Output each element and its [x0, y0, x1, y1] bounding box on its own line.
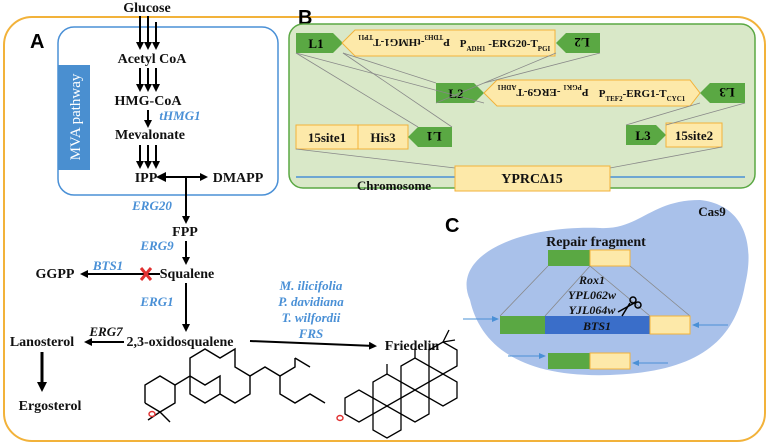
cassette2-left: PPGK1 -ERG9-TADH1 [497, 83, 589, 98]
ypl-label: YPL062w [568, 288, 617, 302]
panel-a-letter: A [30, 31, 44, 53]
l1-top-label: L1 [308, 36, 323, 51]
genome-green [500, 316, 545, 334]
panel-c-letter: C [445, 215, 459, 237]
site1-box [295, 124, 359, 150]
l2-arrow-top [556, 33, 600, 53]
hmg-coa-label: HMG-CoA [115, 94, 183, 109]
frs-label: FRS [298, 326, 324, 341]
squalene-label: Squalene [160, 267, 214, 282]
l1-arrow-bottom [408, 127, 452, 147]
repair-yellow [589, 249, 631, 267]
mevalonate-label: Mevalonate [115, 128, 185, 143]
dmapp-label: DMAPP [213, 171, 264, 186]
thmg1-label: tHMG1 [159, 108, 200, 123]
cassette1-right: PADH1 -ERG20-TPGI [460, 38, 551, 53]
his3-label: His3 [370, 130, 396, 145]
l1-bottom-label: L1 [426, 129, 441, 144]
l3-arrow-bottom [626, 125, 666, 145]
yjl-label: YJL064w [569, 303, 617, 317]
l2-mid-label: L2 [448, 86, 463, 101]
ggpp-label: GGPP [36, 267, 75, 282]
lanosterol-label: Lanosterol [10, 335, 74, 350]
erg9-label: ERG9 [139, 238, 174, 253]
pathway-arrows [37, 16, 377, 392]
epoxide-oxygen-icon [148, 410, 156, 418]
glucose-label: Glucose [123, 1, 170, 16]
result-yellow [589, 352, 631, 370]
bts1-label: BTS1 [92, 258, 123, 273]
repair-fragment-label: Repair fragment [546, 235, 646, 250]
bts1-gene-label: BTS1 [582, 319, 611, 333]
l3-arrow-mid [700, 83, 745, 103]
chromosome-label: Chromosome [357, 178, 431, 193]
mva-label-box [58, 65, 90, 170]
cas9-label: Cas9 [698, 204, 726, 219]
cassette1-left: PTDH3-tHMG1-TTPI1 [358, 33, 450, 48]
erg7-label: ERG7 [88, 324, 123, 339]
erg1-label: ERG1 [139, 294, 173, 309]
red-x-block-icon [139, 267, 153, 281]
erg20-label: ERG20 [131, 198, 172, 213]
yprc-label: YPRC∆15 [501, 172, 562, 187]
site1-label: 15site1 [308, 130, 346, 145]
species-davidiana: P. davidiana [278, 294, 344, 309]
l3-mid-label: L3 [719, 85, 735, 100]
site2-box [665, 122, 723, 148]
l3-bottom-label: L3 [635, 128, 651, 143]
site2-label: 15site2 [675, 128, 713, 143]
repair-green [548, 250, 590, 266]
cassette1-box [341, 29, 556, 57]
rox1-label: Rox1 [578, 273, 605, 287]
scissors-icon [617, 296, 642, 317]
outer-frame [3, 16, 766, 442]
homology-lines [295, 52, 746, 169]
bts1-bar [545, 316, 650, 334]
his3-box [357, 124, 409, 150]
l1-arrow-top [296, 33, 343, 53]
ergosterol-label: Ergosterol [19, 399, 82, 414]
l2-top-label: L2 [574, 35, 589, 50]
species-ilicifolia: M. ilicifolia [279, 278, 343, 293]
ipp-label: IPP [135, 171, 158, 186]
cassette2-right: PTEF2-ERG1-TCYC1 [599, 88, 686, 103]
result-green [548, 353, 590, 369]
friedelin-label: Friedelin [385, 339, 440, 354]
species-wilfordii: T. wilfordii [282, 310, 341, 325]
fpp-label: FPP [172, 225, 198, 240]
genome-yellow [649, 315, 691, 335]
oxidosqualene-structure [144, 347, 326, 423]
acetyl-coa-label: Acetyl CoA [118, 52, 188, 67]
ketone-oxygen-icon [336, 414, 344, 422]
mva-label: MVA pathway [68, 73, 84, 160]
friedelin-structure [344, 329, 458, 439]
oxidosqualene-label: 2,3-oxidosqualene [127, 335, 234, 350]
yprc-box [454, 165, 611, 192]
